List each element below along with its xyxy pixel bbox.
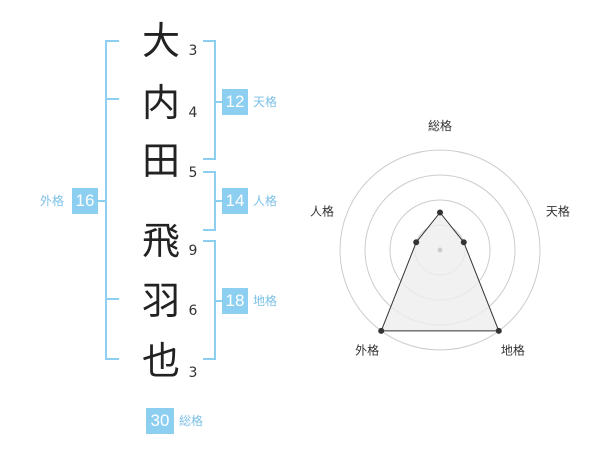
name-char-3: 田 [141, 139, 180, 183]
radar-point-4 [378, 327, 385, 334]
name-char-1: 大 [141, 19, 180, 63]
gaikaku-value-badge: 16 [72, 188, 98, 214]
stroke-count-1: 3 [188, 43, 198, 59]
radar-area [380, 211, 500, 332]
tenkaku-label: 天格 [253, 95, 278, 109]
radar-point-2 [460, 239, 467, 246]
stroke-count-2: 4 [188, 105, 198, 121]
radar-point-3 [495, 327, 502, 334]
radar-axis-label-3: 地格 [501, 342, 525, 357]
chikaku-value-badge: 18 [222, 288, 248, 314]
radar-ring-4 [339, 149, 541, 351]
tenkaku-value-badge: 12 [222, 89, 248, 115]
radar-axis-label-5: 人格 [310, 204, 334, 219]
name-char-6: 也 [141, 339, 180, 383]
gaikaku-label: 外格 [40, 194, 65, 208]
radar-point-1 [437, 209, 443, 216]
radar-axis-label-1: 総格 [428, 118, 452, 133]
jinkaku-value-badge: 14 [222, 188, 248, 214]
stroke-count-5: 6 [188, 303, 198, 319]
stroke-count-3: 5 [188, 165, 198, 181]
chikaku-label: 地格 [253, 294, 278, 308]
name-char-5: 羽 [141, 279, 180, 323]
stroke-count-4: 9 [188, 243, 198, 259]
jinkaku-label: 人格 [253, 194, 278, 208]
radar-point-5 [413, 239, 420, 246]
soukaku-value-badge: 30 [146, 408, 174, 434]
name-char-2: 内 [141, 81, 180, 125]
name-char-4: 飛 [141, 219, 180, 263]
stroke-count-6: 3 [188, 365, 198, 381]
radar-axis-label-2: 天格 [546, 204, 570, 219]
soukaku-label: 総格 [179, 414, 204, 428]
radar-center [437, 247, 443, 253]
radar-axis-label-4: 外格 [355, 342, 379, 357]
